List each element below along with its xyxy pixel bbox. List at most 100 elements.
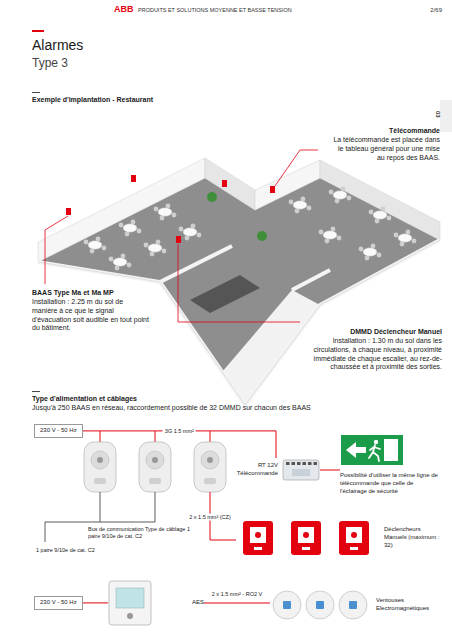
chair bbox=[102, 246, 107, 251]
chair bbox=[337, 236, 342, 241]
remote-control-part bbox=[283, 460, 319, 480]
exit-sign-part bbox=[374, 440, 378, 444]
callout-text: Installation : 1.30 m du sol dans les ci… bbox=[308, 337, 442, 372]
baas-devices bbox=[146, 451, 164, 469]
exit-sign-part bbox=[384, 439, 398, 461]
callout-text: La télécommande est placée dans le table… bbox=[330, 136, 440, 162]
remote-control: RT 12V Télécommande bbox=[232, 458, 320, 482]
restaurant-plan bbox=[160, 246, 232, 282]
manual-call-points-part bbox=[298, 527, 314, 543]
alarm-markers bbox=[176, 236, 181, 243]
manual-call-points-part bbox=[346, 527, 362, 543]
baas-devices bbox=[194, 442, 226, 492]
node-text: AES bbox=[192, 599, 204, 607]
manual-call-points-part bbox=[254, 547, 262, 550]
chair bbox=[179, 227, 184, 232]
table bbox=[363, 248, 377, 256]
baas-devices bbox=[210, 431, 211, 442]
electromagnetic-holders-part bbox=[283, 601, 291, 609]
node-text: 230 V - 50 Hz bbox=[40, 599, 77, 607]
page-marks bbox=[32, 30, 44, 32]
baas-devices bbox=[149, 478, 161, 484]
alarm-markers bbox=[131, 175, 136, 182]
node-text: 230 V - 50 Hz bbox=[40, 427, 77, 435]
baas-devices bbox=[201, 451, 219, 469]
restaurant-plan bbox=[222, 290, 320, 405]
wire-label: 3G 1.5 mm² bbox=[163, 428, 196, 435]
manual-call-points-part bbox=[351, 532, 357, 538]
baas-devices bbox=[94, 478, 106, 484]
table bbox=[113, 258, 127, 266]
wire-label: Bus de communication Type de câblage 1 p… bbox=[88, 526, 196, 540]
baas-devices bbox=[84, 442, 116, 492]
callout-heading: Télécommande bbox=[330, 127, 440, 136]
node-text: Ventouses Electromagnétiques bbox=[376, 597, 438, 613]
restaurant-plan bbox=[292, 270, 330, 290]
remote-control-part bbox=[303, 462, 307, 465]
remote-control-part bbox=[286, 462, 290, 465]
electromagnetic-holders-part bbox=[306, 591, 334, 619]
page-number: 2/69 bbox=[400, 7, 442, 15]
electromagnetic-holders-part bbox=[273, 591, 301, 619]
restaurant-plan bbox=[205, 158, 255, 210]
electromagnetic-holders-part bbox=[339, 591, 367, 619]
table bbox=[323, 231, 337, 239]
callout-heading: DMMD Déclencheur Manuel bbox=[308, 328, 442, 337]
page-marks bbox=[32, 92, 40, 94]
table bbox=[333, 191, 347, 199]
section-tab: 03 bbox=[434, 111, 442, 118]
restaurant-plan bbox=[320, 160, 440, 240]
chair bbox=[144, 243, 149, 248]
exit-sign: Possibilité d'utiliser la même ligne de … bbox=[340, 434, 440, 495]
baas-devices bbox=[91, 451, 109, 469]
node-text: Déclencheurs Manuels (maximum : 32) bbox=[384, 526, 442, 549]
baas-devices bbox=[139, 442, 171, 492]
exit-sign-icon bbox=[340, 434, 404, 466]
chair bbox=[387, 216, 392, 221]
table bbox=[123, 224, 137, 232]
leader-lines bbox=[275, 150, 318, 186]
exit-sign-part bbox=[369, 445, 380, 461]
chair bbox=[172, 213, 177, 218]
alarm-markers bbox=[270, 186, 275, 193]
page-marks bbox=[32, 391, 40, 393]
wire-label: 2 x 1.5 mm² - RO2 V bbox=[210, 591, 264, 598]
table bbox=[148, 244, 162, 252]
bus-wires bbox=[45, 492, 236, 542]
chair bbox=[377, 253, 382, 258]
electromagnetic-holders-part bbox=[349, 601, 357, 609]
manual-call-points-part bbox=[250, 527, 266, 543]
chair bbox=[197, 233, 202, 238]
baas-devices bbox=[84, 431, 226, 492]
leader-lines bbox=[178, 244, 300, 322]
callout-heading: BAAS Type Ma et Ma MP bbox=[32, 289, 152, 298]
table bbox=[373, 211, 387, 219]
leader-lines bbox=[45, 216, 68, 284]
chair bbox=[137, 229, 142, 234]
wire bbox=[320, 470, 340, 471]
page-marks bbox=[440, 100, 452, 132]
chair bbox=[119, 223, 124, 228]
aes-power-unit-part bbox=[127, 613, 133, 619]
alarm-markers bbox=[222, 180, 227, 187]
baas-devices bbox=[152, 457, 158, 463]
chair bbox=[307, 206, 312, 211]
page-title: Alarmes bbox=[32, 37, 83, 53]
subtitle: Type 3 bbox=[32, 56, 68, 71]
supply-box: 230 V - 50 Hz bbox=[34, 596, 83, 610]
electromagnetic-holders-part bbox=[316, 601, 324, 609]
baas-devices bbox=[139, 442, 171, 492]
running-header: PRODUITS ET SOLUTIONS MOYENNE ET BASSE T… bbox=[138, 7, 292, 14]
restaurant-plan bbox=[38, 158, 205, 262]
table bbox=[183, 228, 197, 236]
aes-power-unit-icon bbox=[108, 580, 152, 626]
restaurant-plan bbox=[207, 192, 217, 202]
exit-sign-part bbox=[346, 442, 366, 458]
manual-call-points-part bbox=[302, 547, 310, 550]
chair bbox=[127, 263, 132, 268]
manual-call-points-part bbox=[339, 521, 369, 555]
table bbox=[398, 234, 412, 242]
baas-devices bbox=[100, 431, 101, 442]
callout-text: Installation : 2.25 m du sol de manière … bbox=[32, 298, 150, 333]
baas-devices bbox=[155, 431, 156, 442]
